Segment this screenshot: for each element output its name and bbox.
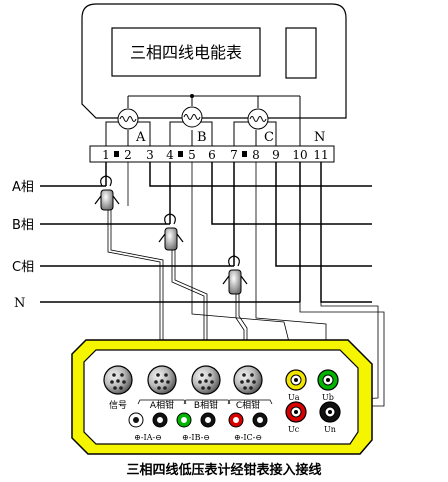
diagram-caption: 三相四线低压表计经钳表接入接线 [126, 462, 321, 478]
port-label-signal: 信号 [109, 399, 127, 411]
phase-letter-b: B [197, 130, 207, 145]
port-label-b: B相钳 [194, 399, 218, 411]
phase-letter-n: N [314, 130, 325, 145]
clamp-a-icon [94, 175, 120, 211]
port-clamp-b[interactable] [191, 365, 221, 395]
terminal-11: 11 [313, 148, 328, 162]
line-label-c: C相 [12, 260, 34, 275]
port-clamp-c[interactable] [233, 365, 263, 395]
meter-title: 三相四线电能表 [130, 43, 242, 62]
jack-ia-positive[interactable] [128, 412, 144, 428]
terminal-7: 7 [230, 148, 238, 162]
terminal-4: 4 [166, 148, 174, 162]
terminal-10: 10 [292, 148, 307, 162]
jack-label-ua: Ua [288, 393, 300, 402]
terminal-3: 3 [146, 148, 154, 162]
line-label-b: B相 [12, 218, 34, 233]
jack-un[interactable] [319, 401, 341, 423]
terminal-8: 8 [252, 148, 260, 162]
port-label-c: C相钳 [236, 399, 260, 411]
coil-a-icon [117, 108, 139, 130]
terminal-5: 5 [188, 148, 196, 162]
terminal-2: 2 [124, 148, 132, 162]
port-signal[interactable] [103, 365, 133, 395]
current-label-ia: ⊕-IA-⊖ [134, 433, 162, 442]
terminal-1: 1 [102, 148, 110, 162]
current-label-ic: ⊕-IC-⊖ [234, 433, 262, 442]
jack-ua[interactable] [285, 369, 307, 391]
jack-label-ub: Ub [322, 393, 334, 402]
jack-uc[interactable] [285, 401, 307, 423]
meter-window [285, 27, 317, 79]
coil-b-icon [181, 106, 203, 128]
supply-lines [40, 162, 372, 303]
current-label-ib: ⊕-IB-⊖ [182, 433, 210, 442]
port-label-a: A相钳 [150, 399, 174, 411]
clamp-b-icon [158, 213, 184, 251]
jack-ib-positive[interactable] [176, 412, 192, 428]
jack-ib-negative[interactable] [200, 412, 216, 428]
jack-label-un: Un [324, 425, 336, 434]
phase-letter-a: A [135, 130, 146, 145]
terminal-6: 6 [208, 148, 216, 162]
jack-ic-positive[interactable] [228, 412, 244, 428]
terminal-9: 9 [272, 148, 280, 162]
jack-ic-negative[interactable] [252, 412, 268, 428]
jack-ia-negative[interactable] [152, 412, 168, 428]
port-clamp-a[interactable] [147, 365, 177, 395]
coil-c-icon [247, 108, 269, 130]
jack-label-uc: Uc [288, 425, 300, 434]
energy-meter: 三相四线电能表 [81, 3, 347, 163]
bus-junction [190, 94, 194, 98]
phase-letter-c: C [264, 130, 274, 145]
meter-display [111, 27, 261, 77]
line-label-n: N [14, 296, 25, 311]
line-label-a: A相 [12, 180, 34, 195]
clamp-c-icon [222, 255, 248, 295]
jack-ub[interactable] [317, 369, 339, 391]
